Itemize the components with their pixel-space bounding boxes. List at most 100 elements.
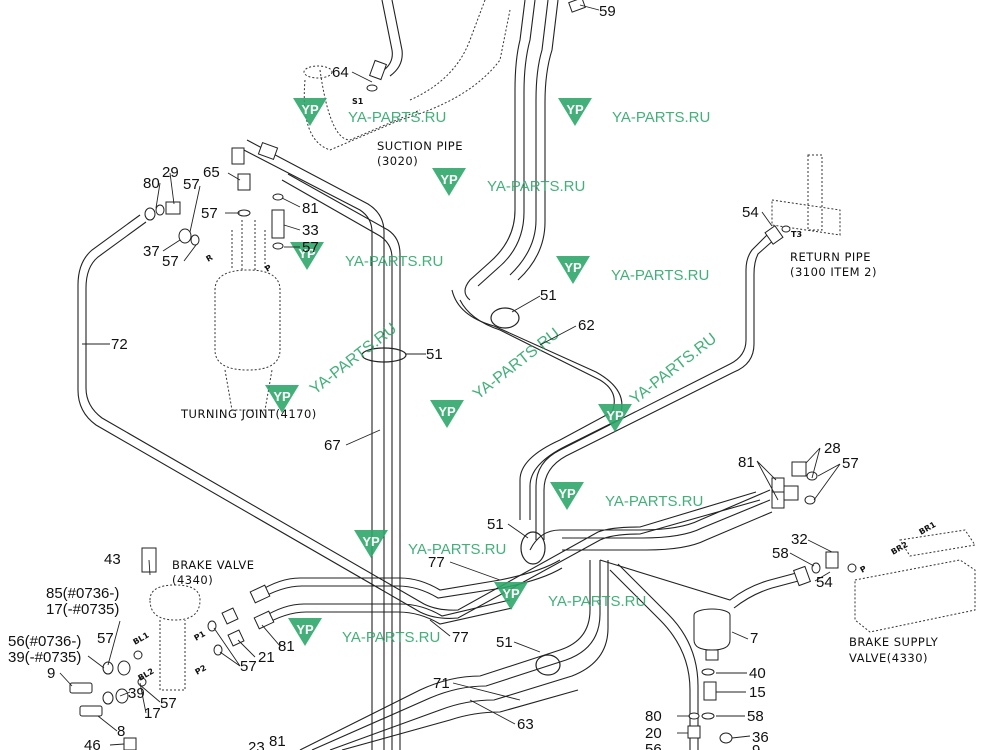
part-label: 51: [426, 346, 443, 363]
part-label: 57: [97, 630, 114, 647]
port-tag: R: [205, 253, 215, 264]
part-label: 21: [258, 649, 275, 666]
component-captions: SUCTION PIPE (3020) RETURN PIPE (3100 IT…: [172, 139, 939, 665]
caption-return-pipe: RETURN PIPE: [790, 250, 871, 264]
return-pipe-ghost: [771, 154, 841, 236]
part-label: 80: [645, 708, 662, 725]
part-label: 57: [160, 695, 177, 712]
svg-text:YA-PARTS.RU: YA-PARTS.RU: [605, 493, 703, 510]
port-tag: S1: [352, 97, 364, 106]
svg-text:YA-PARTS.RU: YA-PARTS.RU: [342, 629, 440, 646]
part-label: 32: [791, 531, 808, 548]
part-label: 17(-#0735): [46, 601, 119, 618]
svg-text:YA-PARTS.RU: YA-PARTS.RU: [348, 109, 446, 126]
port-tag: P: [859, 564, 869, 575]
accumulator: [693, 608, 731, 661]
part-label: 46: [84, 737, 101, 750]
port-tag: P1: [193, 629, 208, 643]
port-tag: T3: [791, 230, 802, 239]
caption-suction-pipe: SUCTION PIPE: [377, 139, 463, 153]
svg-text:YA-PARTS.RU: YA-PARTS.RU: [345, 253, 443, 270]
watermark-11: YA-PARTS.RU: [494, 582, 646, 610]
part-label: 85(#0736-): [46, 585, 119, 602]
brake-supply-valve-ghost: [854, 529, 976, 633]
part-label: 33: [302, 222, 319, 239]
caption-brake-supply-valve: BRAKE SUPPLY: [849, 635, 939, 649]
caption-brake-supply-valve-ref: VALVE(4330): [849, 651, 928, 665]
part-label: 72: [111, 336, 128, 353]
part-label: 51: [487, 516, 504, 533]
watermark-12: YA-PARTS.RU: [288, 618, 440, 646]
part-label: 9: [752, 742, 760, 750]
part-label: 56(#0736-): [8, 633, 81, 650]
part-label: 51: [496, 634, 513, 651]
watermark-1: YA-PARTS.RU: [293, 98, 446, 126]
part-label: 57: [240, 658, 257, 675]
caption-turning-joint: TURNING JOINT(4170): [180, 407, 317, 421]
part-label: 58: [772, 545, 789, 562]
svg-text:YA-PARTS.RU: YA-PARTS.RU: [611, 267, 709, 284]
part-label: 59: [599, 3, 616, 20]
part-label: 63: [517, 716, 534, 733]
watermark-2: YA-PARTS.RU: [558, 98, 710, 126]
part-label: 39(-#0735): [8, 649, 81, 666]
watermark-9: YA-PARTS.RU: [550, 482, 703, 510]
part-label: 80: [143, 175, 160, 192]
watermark-3: YA-PARTS.RU: [432, 168, 585, 196]
part-label: 57: [183, 176, 200, 193]
part-label: 20: [645, 725, 662, 742]
part-label: 57: [201, 205, 218, 222]
part-label: 57: [842, 455, 859, 472]
watermark-8: YA-PARTS.RU: [598, 330, 720, 432]
part-label: 57: [302, 239, 319, 256]
part-label: 81: [269, 733, 286, 750]
part-label: 23: [248, 739, 265, 750]
part-label: 15: [749, 684, 766, 701]
port-tag: BR2: [890, 540, 910, 557]
svg-text:YA-PARTS.RU: YA-PARTS.RU: [548, 593, 646, 610]
part-label: 43: [104, 551, 121, 568]
caption-brake-valve: BRAKE VALVE: [172, 558, 255, 572]
part-label: 8: [117, 723, 125, 740]
turning-joint-ghost: [214, 220, 281, 411]
caption-brake-valve-ref: (4340): [172, 573, 213, 587]
caption-return-pipe-ref: (3100 ITEM 2): [790, 265, 877, 279]
svg-text:YA-PARTS.RU: YA-PARTS.RU: [408, 541, 506, 558]
part-label: 77: [428, 554, 445, 571]
svg-text:YA-PARTS.RU: YA-PARTS.RU: [612, 109, 710, 126]
part-label: 51: [540, 287, 557, 304]
part-label: 58: [747, 708, 764, 725]
part-label: 7: [750, 630, 758, 647]
part-number-labels: 64 59 29 80 65 57 57 81 33 57 37 57 54 7…: [8, 3, 859, 750]
svg-text:YA-PARTS.RU: YA-PARTS.RU: [627, 330, 720, 408]
part-label: 36: [752, 729, 769, 746]
watermark-5: YA-PARTS.RU: [556, 256, 709, 284]
part-label: 81: [302, 200, 319, 217]
suction-pipe-ghost: [303, 0, 511, 151]
leader-lines: [59, 4, 841, 746]
part-label: 39: [128, 685, 145, 702]
part-label: 40: [749, 665, 766, 682]
pipe-clamps: [361, 307, 561, 676]
part-label: 71: [433, 675, 450, 692]
watermark-7: YA-PARTS.RU: [430, 325, 563, 428]
part-label: 65: [203, 164, 220, 181]
port-tag: P: [264, 263, 274, 274]
watermark-6: YA-PARTS.RU: [265, 320, 400, 413]
watermarks: YA-PARTS.RU YA-PARTS.RU YA-PARTS.RU YA-P…: [265, 98, 720, 646]
part-label: 81: [278, 638, 295, 655]
caption-suction-pipe-ref: (3020): [377, 154, 418, 168]
part-label: 9: [47, 665, 55, 682]
port-tag: BR1: [918, 520, 938, 537]
part-label: 81: [738, 454, 755, 471]
part-label: 29: [162, 164, 179, 181]
watermark-10: YA-PARTS.RU: [354, 530, 506, 558]
pipe-lines: [77, 0, 803, 750]
part-label: 17: [144, 705, 161, 722]
svg-text:YA-PARTS.RU: YA-PARTS.RU: [307, 320, 400, 398]
part-label: 77: [452, 629, 469, 646]
part-label: 56: [645, 741, 662, 750]
part-label: 37: [143, 243, 160, 260]
port-tag: P2: [194, 663, 208, 677]
